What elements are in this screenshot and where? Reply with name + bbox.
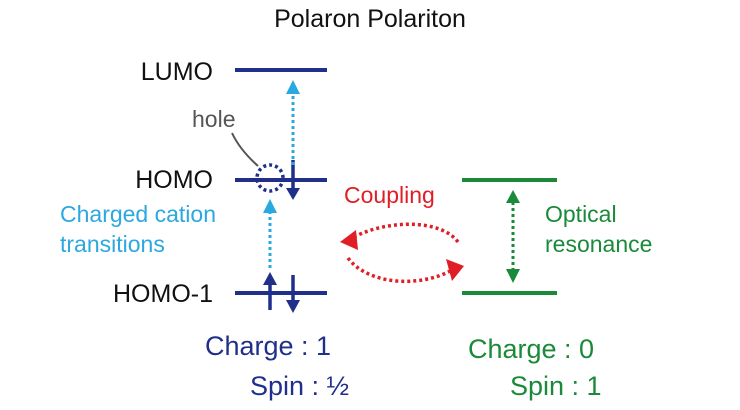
optical-label-line-1: Optical: [545, 201, 617, 227]
transition-label-line-1: Charged cation: [60, 201, 216, 227]
optical-charge-label: Charge : 0: [468, 334, 594, 364]
diagram-title: Polaron Polariton: [274, 5, 466, 33]
optical-label-line-2: resonance: [545, 231, 652, 257]
homo-minus-1-label: HOMO-1: [113, 280, 213, 308]
optical-spin-label: Spin : 1: [510, 371, 602, 401]
hole-circle: [255, 163, 285, 193]
hole-pointer-line: [231, 132, 259, 167]
hole-label: hole: [192, 106, 235, 132]
lumo-label: LUMO: [141, 58, 213, 86]
homo-minus-1-spin-down-arrow: [286, 275, 300, 313]
homo-minus-1-spin-up-arrow: [263, 272, 277, 310]
polaron-charge-label: Charge : 1: [205, 331, 331, 361]
coupling-cycle-arrows: [340, 222, 464, 284]
homo-label: HOMO: [135, 166, 213, 194]
transition-arrow-homo-minus-1-to-homo: [263, 199, 277, 268]
transition-arrow-homo-to-lumo: [286, 80, 300, 165]
coupling-label: Coupling: [344, 182, 435, 208]
transition-label-line-2: transitions: [60, 231, 165, 257]
polaron-spin-label: Spin : ½: [250, 371, 349, 401]
optical-resonance-arrow: [506, 190, 520, 283]
